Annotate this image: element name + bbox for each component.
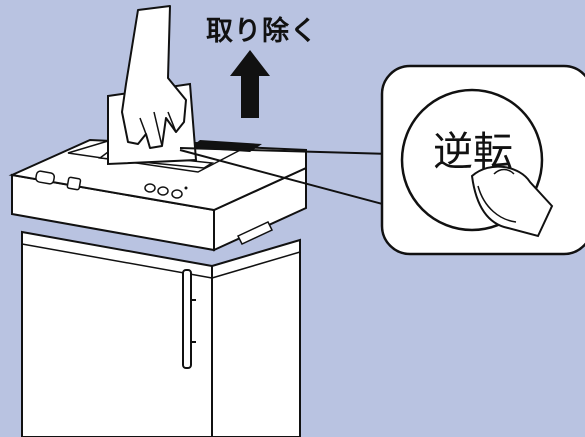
hand-pulling-paper: [121, 5, 187, 149]
shredder-cabinet: [21, 230, 301, 437]
finger-pressing-button: [470, 165, 554, 238]
shredder-front-buttons: [35, 170, 188, 199]
callout-pointer: [179, 147, 391, 207]
remove-instruction-label: 取り除く: [206, 16, 318, 47]
reverse-button-label: 逆転: [433, 129, 513, 175]
cabinet-handle: [182, 269, 196, 369]
up-arrow-icon: [230, 50, 270, 118]
